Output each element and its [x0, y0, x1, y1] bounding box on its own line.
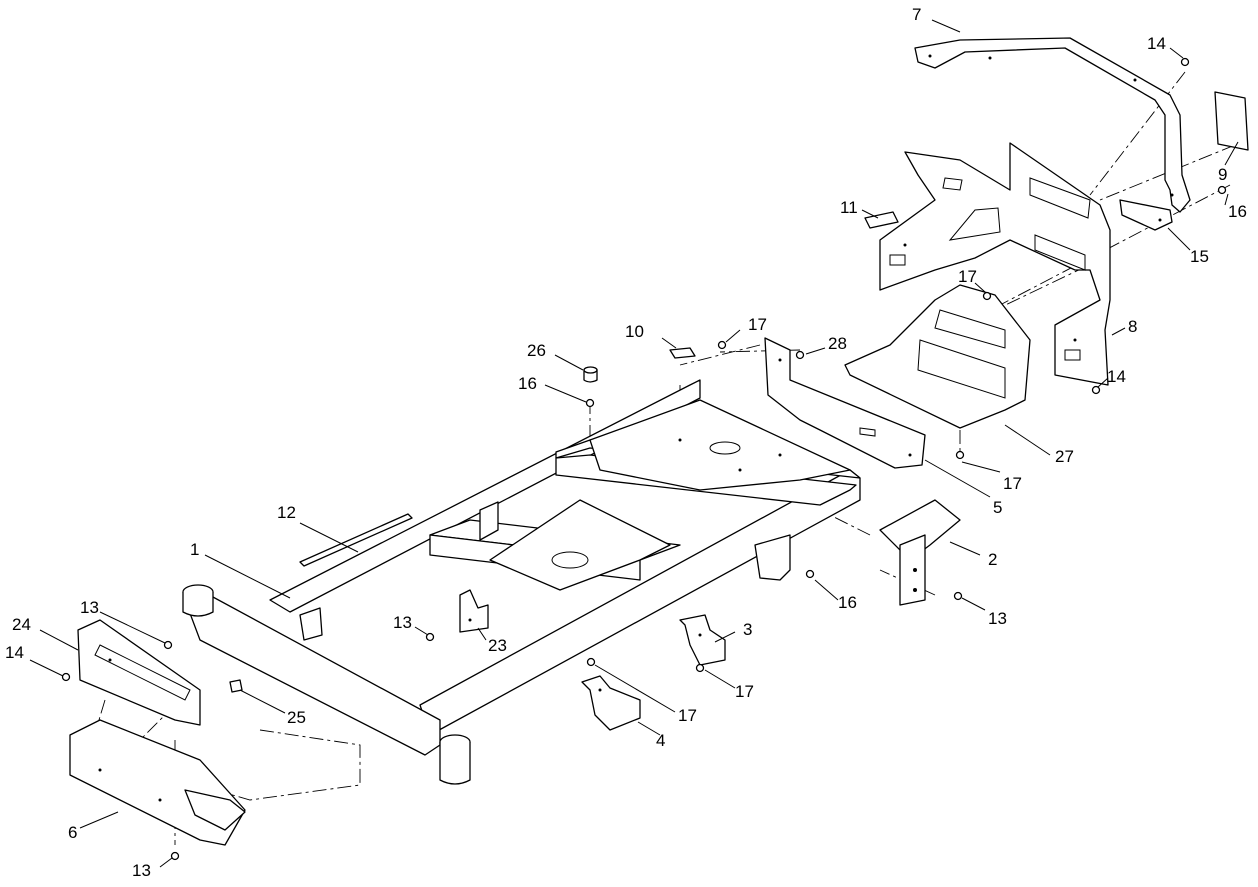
bolt-16-top	[1217, 185, 1227, 195]
callout-7: 7	[912, 5, 921, 24]
part-27-seat-pan	[844, 284, 1031, 429]
bolt-13-cover	[163, 640, 173, 650]
callout-23: 23	[488, 636, 507, 655]
bolt-16-frame	[805, 569, 815, 579]
nut-17-frame	[717, 340, 727, 350]
bolt-13-bracket	[953, 591, 963, 601]
callout-14: 14	[1147, 34, 1166, 53]
callout-26: 26	[527, 341, 546, 360]
callout-8: 8	[1128, 317, 1137, 336]
bolt-14-shroud	[1091, 385, 1101, 395]
bolt-13-lower	[170, 851, 180, 861]
bolt-28	[795, 350, 805, 360]
callout-13: 13	[393, 613, 412, 632]
callout-10: 10	[625, 322, 644, 341]
part-23-bracket	[459, 589, 489, 633]
part-2-bracket	[879, 499, 961, 606]
part-4-bracket	[581, 675, 641, 731]
bolt-14-top	[1180, 57, 1190, 67]
callout-1: 1	[190, 540, 199, 559]
part-10-plate	[669, 347, 696, 359]
callout-4: 4	[656, 731, 665, 750]
callout-labels: 7 14 9 16 15 11 17 8 14 10 17 28 26 16 2…	[5, 5, 1247, 880]
callout-17: 17	[678, 706, 697, 725]
callout-16: 16	[1228, 202, 1247, 221]
callout-11: 11	[840, 198, 858, 217]
callout-13: 13	[988, 609, 1007, 628]
hardware-fasteners	[61, 57, 1227, 861]
leader-lines	[29, 19, 1239, 868]
bolt-13-mid	[425, 632, 435, 642]
nut-17-frame-lower	[586, 657, 596, 667]
part-5-side-panel	[764, 337, 926, 469]
callout-9: 9	[1218, 165, 1227, 184]
part-25-pin	[229, 679, 243, 693]
callout-14: 14	[1107, 367, 1126, 386]
callout-12: 12	[277, 503, 296, 522]
part-24-front-cover	[77, 619, 201, 726]
callout-5: 5	[993, 498, 1002, 517]
nut-17-bracket3	[695, 663, 705, 673]
part-1-main-frame	[182, 379, 861, 785]
callout-16: 16	[838, 593, 857, 612]
part-7-rear-guard-bar	[914, 37, 1191, 213]
callout-16: 16	[518, 374, 537, 393]
part-3-bracket	[679, 614, 726, 666]
callout-25: 25	[287, 708, 306, 727]
part-12-decal-strip	[299, 513, 413, 567]
part-26-bumper	[583, 366, 598, 383]
bolt-16-bumper	[585, 398, 595, 408]
part-8-rear-shroud	[879, 142, 1111, 386]
callout-15: 15	[1190, 247, 1209, 266]
part-9-decal	[1214, 91, 1249, 151]
bolt-14-cover	[61, 672, 71, 682]
callout-13: 13	[132, 861, 151, 880]
callout-6: 6	[68, 823, 77, 842]
callout-14: 14	[5, 643, 24, 662]
nut-17-shroud	[982, 291, 992, 301]
callout-17: 17	[748, 315, 767, 334]
callout-17: 17	[1003, 474, 1022, 493]
callout-17: 17	[958, 267, 977, 286]
callout-17: 17	[735, 682, 754, 701]
part-15-bracket	[1119, 199, 1173, 231]
part-6-lower-cover	[69, 719, 246, 846]
callout-2: 2	[988, 550, 997, 569]
part-11-decal	[864, 211, 899, 229]
callout-27: 27	[1055, 447, 1074, 466]
callout-24: 24	[12, 615, 31, 634]
callout-13: 13	[80, 598, 99, 617]
nut-17-seat	[955, 450, 965, 460]
callout-3: 3	[743, 620, 752, 639]
callout-28: 28	[828, 334, 847, 353]
